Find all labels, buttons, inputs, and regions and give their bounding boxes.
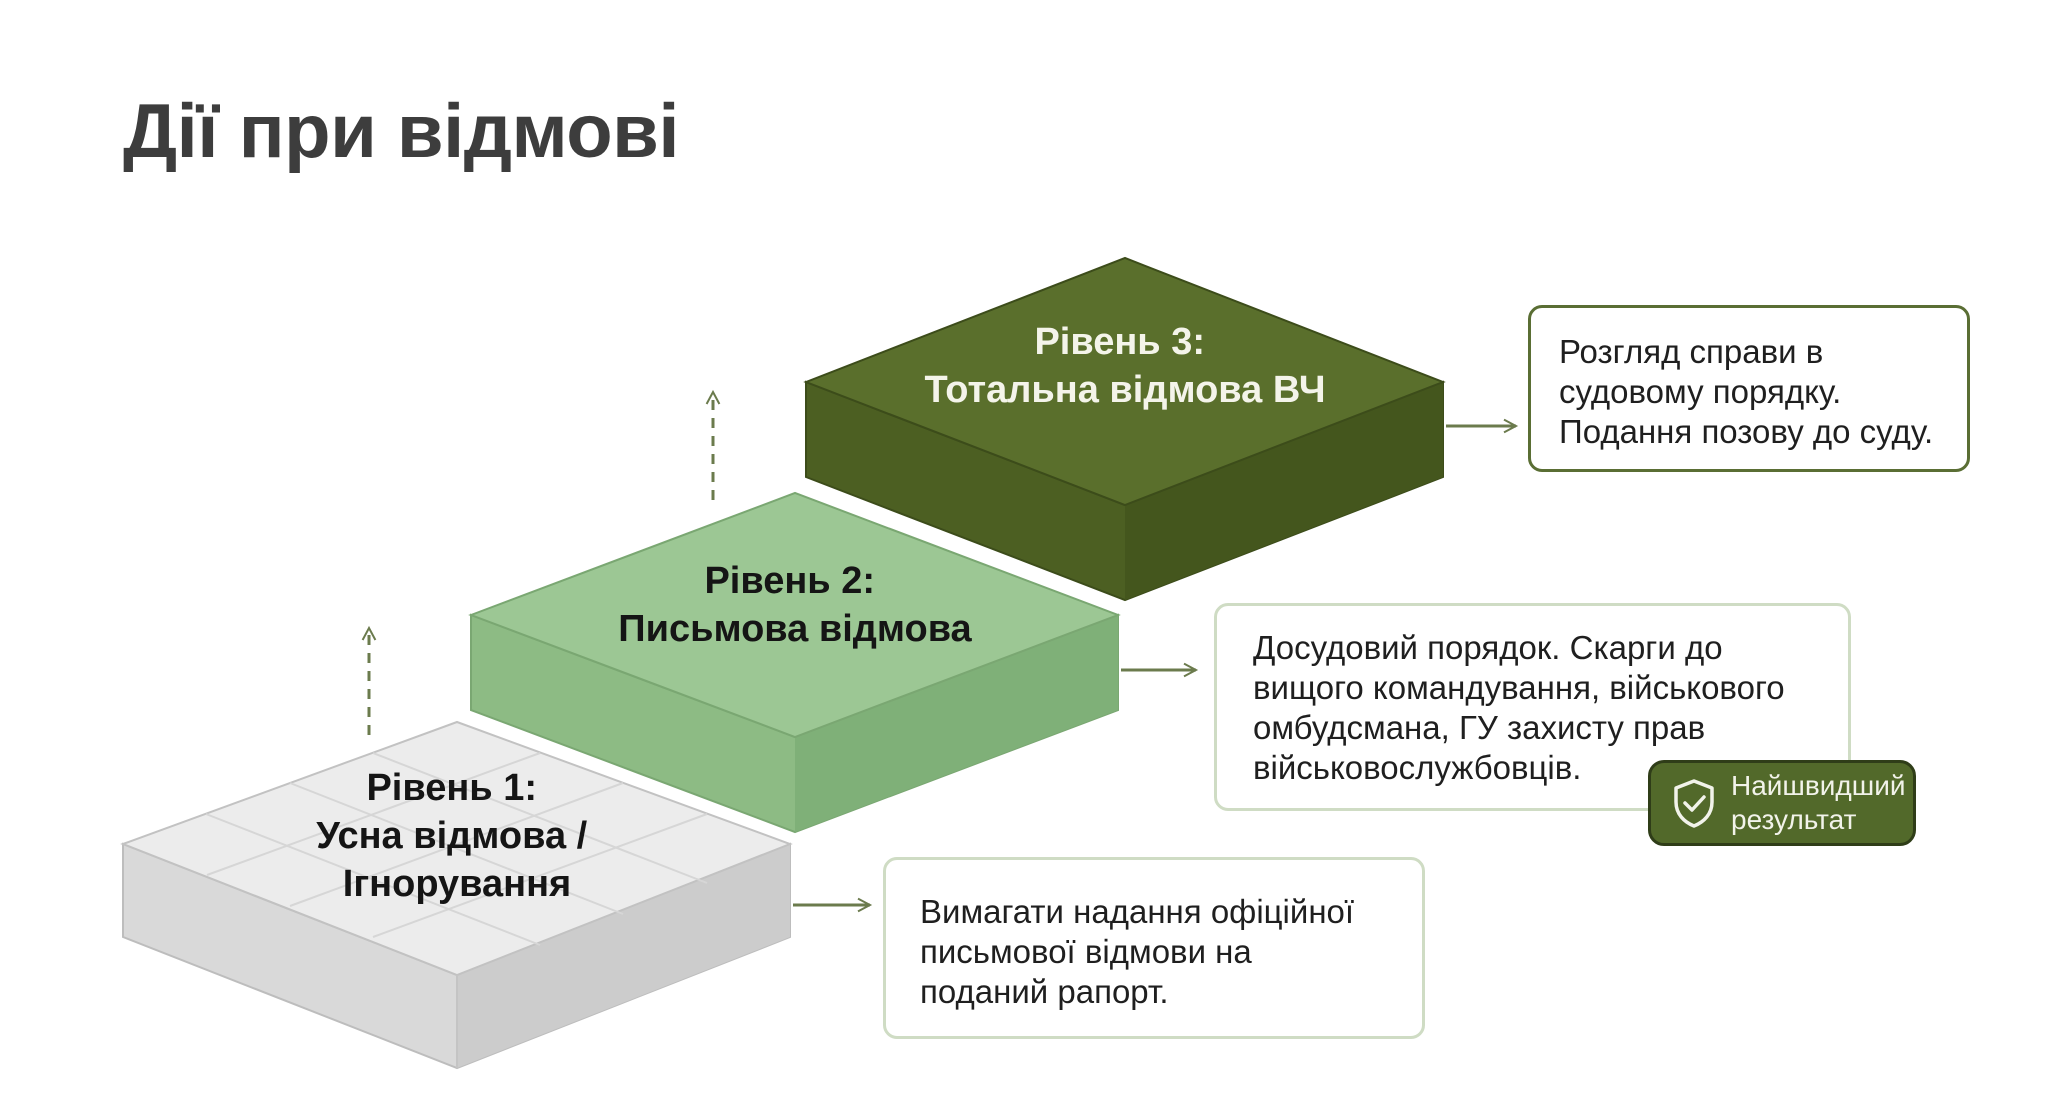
- action-text-line: омбудсмана, ГУ захисту прав: [1253, 709, 1706, 746]
- level-2-action-box: Досудовий порядок. Скарги до вищого кома…: [1214, 603, 1851, 811]
- level-3-action-box: Розгляд справи в судовому порядку. Подан…: [1528, 305, 1970, 472]
- level-3-label: Рівень 3: Тотальна відмова ВЧ: [924, 321, 1325, 411]
- action-text-line: Вимагати надання офіційної: [920, 893, 1355, 930]
- action-text-line: Подання позову до суду.: [1559, 413, 1934, 450]
- level-1-label: Рівень 1: Усна відмова / Ігнорування: [316, 767, 598, 905]
- action-text-line: судовому порядку.: [1559, 373, 1842, 410]
- action-text-line: поданий рапорт.: [920, 973, 1169, 1010]
- shield-check-icon: [1674, 779, 1714, 828]
- level-1-action-box: Вимагати надання офіційної письмової від…: [883, 857, 1425, 1039]
- level-2-label: Рівень 2: Письмова відмова: [618, 560, 972, 650]
- level-3-block: [803, 256, 1446, 602]
- action-text-line: Розгляд справи в: [1559, 333, 1824, 370]
- page-title: Дії при відмові: [123, 89, 679, 174]
- level-2-block: [468, 491, 1121, 834]
- action-text-line: вищого командування, військового: [1253, 669, 1785, 706]
- action-text-line: військовослужбовців.: [1253, 749, 1582, 786]
- fastest-result-badge: Найшвидший результат: [1648, 760, 1916, 846]
- badge-label-line: результат: [1731, 804, 1857, 835]
- badge-label: Найшвидший результат: [1731, 769, 1906, 837]
- badge-label-line: Найшвидший: [1731, 770, 1906, 801]
- action-text-line: письмової відмови на: [920, 933, 1252, 970]
- level-1-block: [120, 720, 793, 1070]
- action-text-line: Досудовий порядок. Скарги до: [1253, 629, 1723, 666]
